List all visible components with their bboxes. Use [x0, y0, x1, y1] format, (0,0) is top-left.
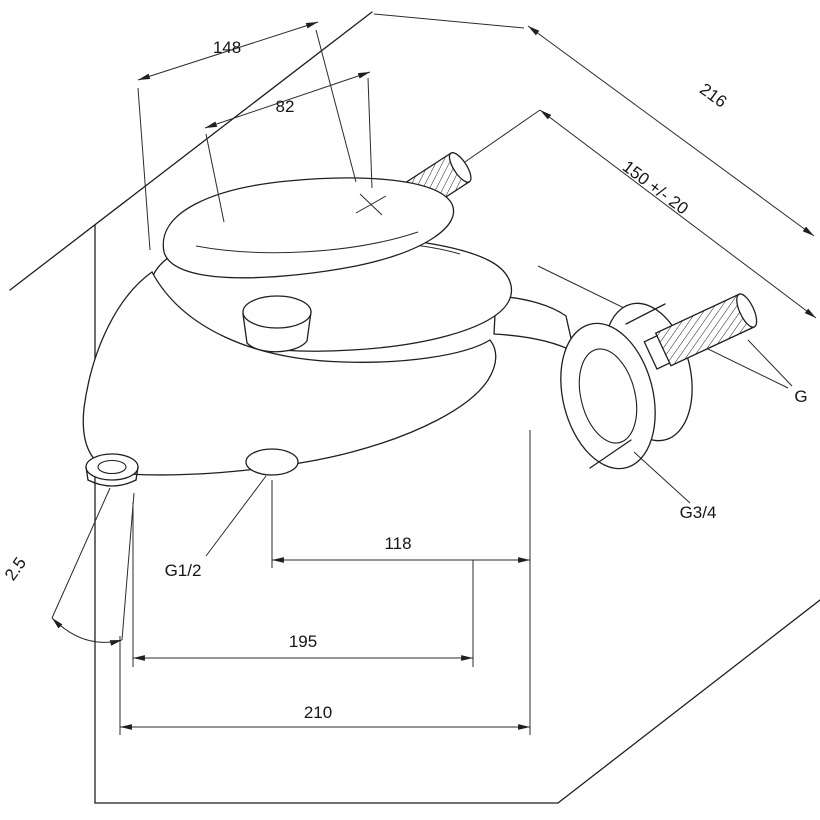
extension-line [373, 13, 525, 29]
flange-bore [578, 348, 638, 444]
dimension-angle [51, 487, 135, 646]
dimension-line-150 [539, 109, 817, 319]
leader-line [747, 339, 793, 387]
dimension-82 [204, 71, 373, 223]
extension-line [205, 133, 225, 223]
extension-line [315, 29, 357, 183]
dim-label-150: 150 +/- 20 [619, 157, 692, 219]
angle-leg [51, 487, 111, 619]
extension-line [367, 77, 373, 189]
fitting-end-cap [448, 152, 472, 183]
dim-label-216: 216 [696, 80, 730, 112]
dimension-195 [132, 502, 474, 667]
eccentric-flange [560, 302, 693, 470]
thread-label-g34: G3/4 [680, 503, 717, 522]
thread-label-g: G [794, 387, 807, 406]
center-mark-line [359, 193, 383, 216]
dim-label-195: 195 [289, 632, 317, 651]
handle-seam [195, 231, 419, 254]
extension-line [461, 109, 541, 165]
knob-top [242, 295, 312, 329]
leader-line [205, 475, 267, 557]
dimension-118 [271, 430, 531, 735]
aerator-bottom [87, 479, 137, 487]
flange-tangent-bottom [589, 439, 632, 469]
angle-arc [51, 617, 123, 646]
dim-label-118: 118 [384, 534, 411, 553]
leader-g12 [205, 475, 267, 557]
spout [82, 271, 497, 476]
extension-line [137, 87, 151, 251]
plane-edge-bottom-right [557, 599, 820, 804]
threaded-pipe-right [643, 293, 758, 370]
leader-g [747, 339, 793, 387]
dimension-150 [461, 109, 817, 319]
aerator-side-right [135, 466, 139, 481]
aerator [85, 453, 139, 487]
angle-leg [121, 492, 135, 641]
dimension-line-148 [137, 21, 319, 81]
lever-handle [162, 177, 455, 279]
aerator-outlet [97, 459, 127, 475]
flange-tangent-top [625, 303, 666, 325]
dimension-line-82 [204, 71, 371, 129]
thread-label-g12: G1/2 [165, 561, 202, 580]
dim-label-210: 210 [304, 703, 332, 722]
dim-label-148: 148 [213, 38, 241, 57]
diverter-knob [242, 295, 312, 353]
dim-label-82: 82 [276, 97, 295, 116]
pipe-end-cap [736, 293, 758, 328]
g12-connection-dome [245, 448, 299, 476]
handle-center-mark [355, 193, 387, 216]
leader-line [633, 451, 691, 504]
dim-label-angle: 2.5 [1, 554, 30, 584]
faucet [82, 152, 758, 487]
dimension-210 [119, 636, 530, 735]
aerator-side-left [85, 466, 89, 481]
leader-g34 [633, 451, 691, 504]
